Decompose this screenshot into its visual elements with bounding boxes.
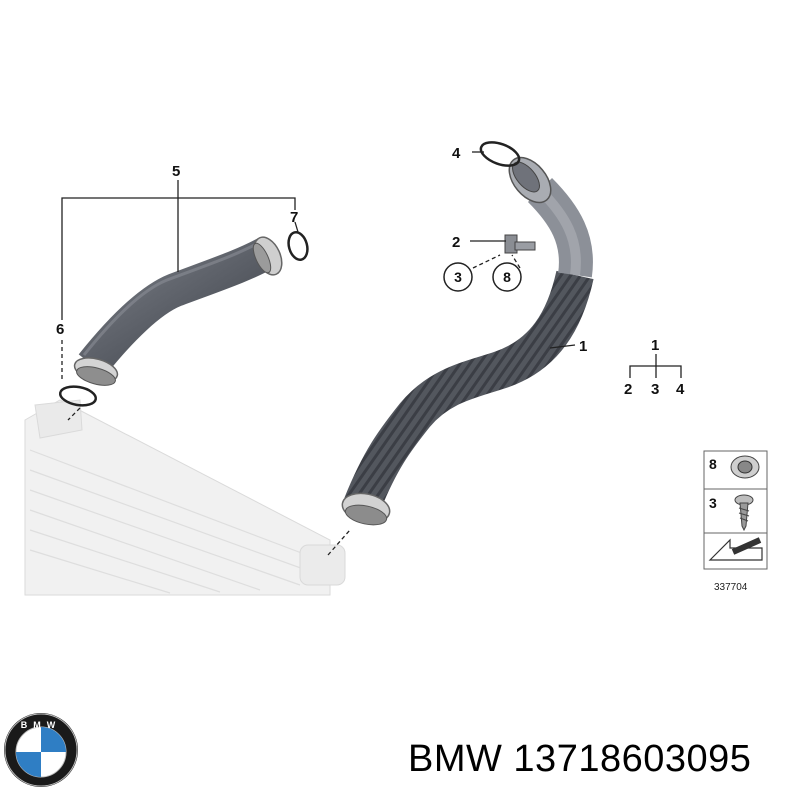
self-tapping-screw-icon xyxy=(734,494,754,532)
callout-5: 5 xyxy=(172,163,180,180)
bmw-logo-letters: BMW xyxy=(21,720,62,730)
hose-1-bottom-clamp xyxy=(341,492,391,526)
tree-root: 1 xyxy=(651,337,659,354)
hose-5-clamp-top xyxy=(252,236,283,276)
charge-air-hose-5 xyxy=(73,236,283,386)
part-number-label: BMW 13718603095 xyxy=(408,738,752,780)
bracket-2 xyxy=(504,234,536,254)
callout-2: 2 xyxy=(452,234,460,251)
circled-callout-8: 8 xyxy=(492,262,522,292)
callout-6: 6 xyxy=(56,321,64,338)
tree-child-2: 2 xyxy=(624,381,632,398)
clip-nut-icon xyxy=(730,455,760,479)
assembly-tree: 1 2 3 4 xyxy=(624,337,685,398)
callout-7: 7 xyxy=(290,209,298,226)
o-ring-4 xyxy=(479,141,521,167)
tree-child-3: 3 xyxy=(651,381,659,398)
direction-arrow-icon xyxy=(708,537,763,561)
leader-lines xyxy=(61,151,576,556)
bmw-logo: BMW xyxy=(4,713,78,787)
legend-label-8: 8 xyxy=(709,456,717,472)
tree-child-4: 4 xyxy=(676,381,685,398)
circled-callout-3: 3 xyxy=(443,262,473,292)
callout-4: 4 xyxy=(452,145,461,162)
hose-1-top-connector xyxy=(508,156,552,204)
charge-air-hose-1 xyxy=(341,156,594,526)
small-parts-legend: 8 3 xyxy=(703,450,768,570)
o-ring-7 xyxy=(287,231,309,261)
legend-label-3: 3 xyxy=(709,495,717,511)
svg-text:8: 8 xyxy=(503,269,511,285)
intercooler xyxy=(24,399,346,596)
svg-text:3: 3 xyxy=(454,269,462,285)
diagram-number: 337704 xyxy=(714,582,748,593)
hose-5-clamp-bottom xyxy=(73,357,119,386)
o-ring-6 xyxy=(58,385,98,407)
callout-1: 1 xyxy=(579,338,587,355)
